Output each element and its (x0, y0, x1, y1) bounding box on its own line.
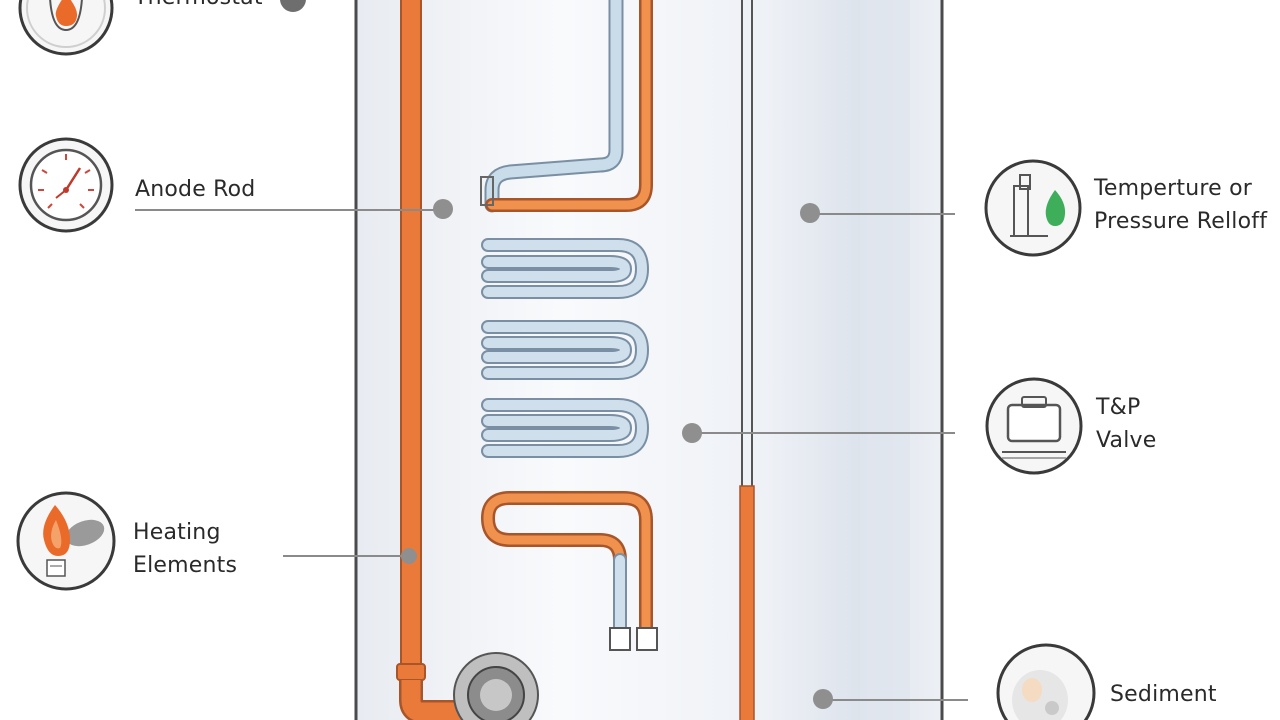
label-thermostat-text: Thermostat (134, 0, 263, 14)
anode-rod-pipe (396, 0, 470, 720)
dip-tube (739, 0, 755, 720)
label-sediment-text: Sediment (1110, 682, 1217, 707)
sediment-icon (996, 643, 1096, 720)
heating-element-icon (16, 491, 116, 591)
valve-icon (985, 377, 1083, 475)
drain-fitting (453, 652, 539, 720)
marker-temp-pressure (800, 203, 820, 223)
label-anode-rod-text: Anode Rod (135, 177, 256, 202)
marker-anode-rod (433, 199, 453, 219)
label-tp-valve-line2: Valve (1096, 428, 1157, 453)
label-anode-rod: Anode Rod (135, 173, 255, 206)
label-sediment: Sediment (1110, 678, 1217, 711)
label-heating-elements-line1: Heating (133, 520, 221, 545)
label-heating-elements: Heating Elements (133, 516, 237, 582)
label-thermostat: Thermostat (134, 0, 263, 14)
label-temp-pressure: Temperture or Pressure Relloff (1094, 172, 1267, 238)
label-temp-pressure-line2: Pressure Relloff (1094, 209, 1268, 234)
gauge-icon (18, 137, 114, 233)
label-tp-valve: T&P Valve (1096, 391, 1157, 457)
label-temp-pressure-line1: Temperture or (1094, 176, 1252, 201)
marker-tp-valve (682, 423, 702, 443)
markers (401, 199, 833, 709)
marker-heating-elements (401, 548, 417, 564)
flame-icon (18, 0, 114, 56)
top-coil (480, 0, 653, 213)
label-tp-valve-line1: T&P (1096, 395, 1141, 420)
relief-valve-icon (984, 159, 1082, 257)
marker-sediment (813, 689, 833, 709)
label-heating-elements-line2: Elements (133, 553, 238, 578)
heat-exchanger-coils (481, 238, 650, 458)
thermostat-badge (280, 0, 306, 12)
leader-lines (135, 209, 968, 701)
bottom-coil (480, 491, 658, 651)
